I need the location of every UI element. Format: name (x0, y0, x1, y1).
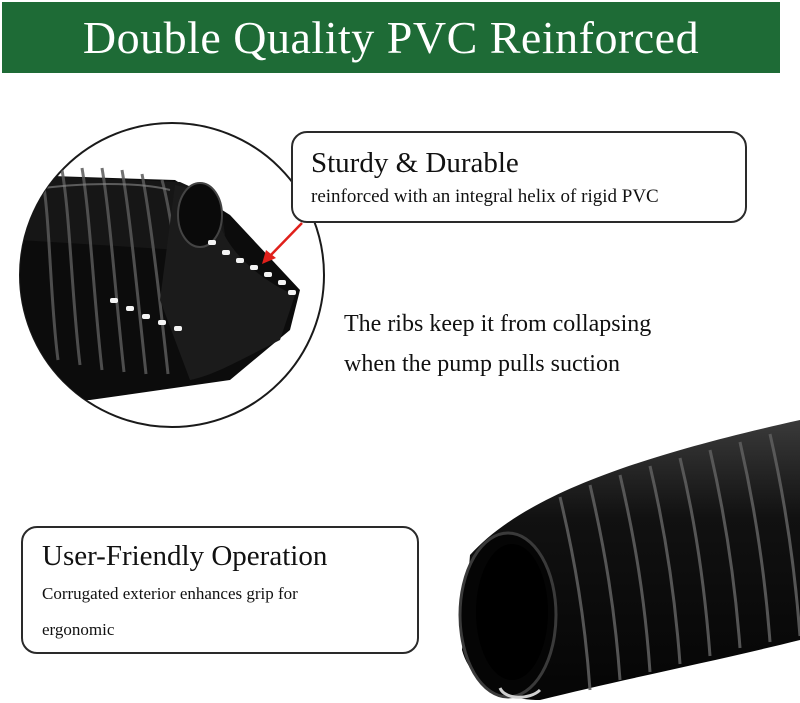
callout-sturdy-title: Sturdy & Durable (311, 147, 519, 179)
hose-large (458, 420, 800, 700)
ribs-description-line2: when the pump pulls suction (344, 351, 620, 377)
title-banner: Double Quality PVC Reinforced (2, 2, 780, 73)
callout-sturdy-subtitle: reinforced with an integral helix of rig… (311, 186, 659, 207)
callout-user-friendly-line1: Corrugated exterior enhances grip for (42, 584, 298, 603)
callout-sturdy-durable: Sturdy & Durable reinforced with an inte… (291, 131, 747, 223)
callout-user-friendly: User-Friendly Operation Corrugated exter… (21, 526, 419, 654)
arrow-icon (262, 222, 303, 264)
callout-user-friendly-line2: ergonomic (42, 620, 115, 639)
closeup-circle (19, 122, 325, 428)
callout-user-friendly-text: Corrugated exterior enhances grip for er… (42, 576, 417, 648)
ribs-description-line1: The ribs keep it from collapsing (344, 311, 652, 337)
callout-user-friendly-title: User-Friendly Operation (42, 540, 328, 572)
ribs-description: The ribs keep it from collapsing when th… (344, 304, 651, 384)
banner-title: Double Quality PVC Reinforced (82, 12, 700, 63)
